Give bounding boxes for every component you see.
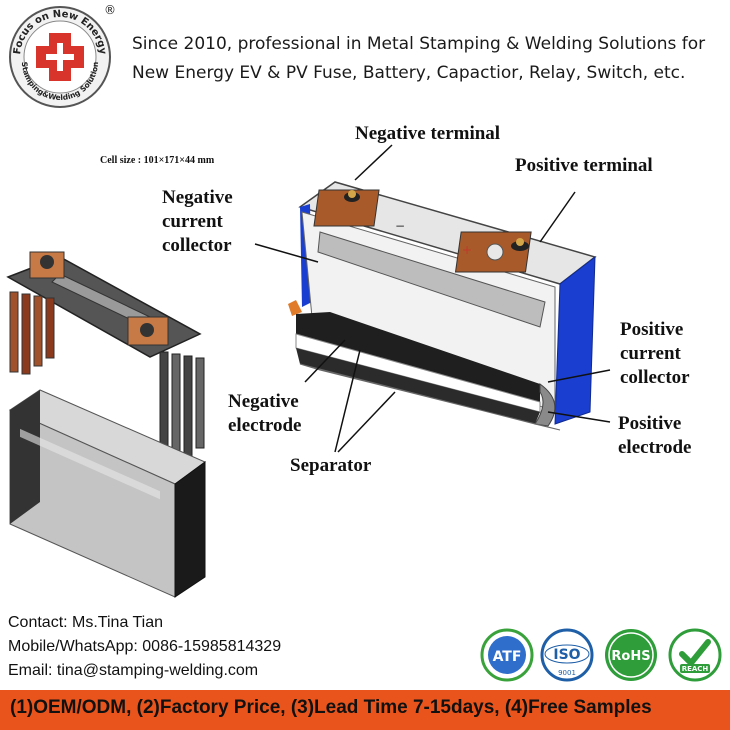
label-line: Negative [228,391,299,412]
label-negative-terminal: Negative terminal [355,123,501,144]
iso-text: ISO [553,647,580,663]
page-header: Focus on New Energy Stamping&Welding Sol… [0,0,730,112]
svg-text:−: − [395,219,405,233]
leader-lines [254,144,611,453]
label-line: Negative [162,187,233,208]
label-line: collector [620,367,690,388]
iso-sub-text: 9001 [558,669,576,677]
label-separator: Separator [290,455,372,476]
contact-email[interactable]: Email: tina@stamping-welding.com [8,662,259,679]
iatf-text: ATF [493,649,522,665]
registered-mark: ® [104,3,116,17]
reach-badge: REACH [668,628,722,682]
label-line: current [620,343,681,364]
label-positive-current-collector: Positive current collector [620,318,690,390]
rohs-badge: RoHS [605,629,657,681]
label-negative-electrode: Negative electrode [228,390,302,438]
reach-text: REACH [682,665,709,673]
label-positive-terminal: Positive terminal [515,155,653,176]
label-line: Positive [620,319,684,340]
contact-name: Contact: Ms.Tina Tian [8,614,164,631]
label-positive-electrode: Positive electrode [618,412,692,460]
iatf-badge: ATF [480,628,534,682]
battery-illustration: − + [6,144,611,598]
cutaway-cell-illustration: − + [288,181,597,431]
label-negative-current-collector: Negative current collector [162,186,233,258]
iso-badge: ISO 9001 [540,628,594,682]
label-cell-size: Cell size : 101×171×44 mm [100,155,215,166]
company-tagline: Since 2010, professional in Metal Stampi… [132,30,727,88]
rohs-text: RoHS [611,649,650,664]
company-logo: Focus on New Energy Stamping&Welding Sol… [9,3,116,108]
offer-banner: (1)OEM/ODM, (2)Factory Price, (3)Lead Ti… [0,690,730,730]
exploded-cell-illustration [6,251,206,598]
label-line: current [162,211,223,232]
tagline-line-1: Since 2010, professional in Metal Stampi… [132,34,706,54]
label-line: Positive [618,413,682,434]
battery-diagram: − + Negative terminal Positive termi [0,112,730,602]
label-line: collector [162,235,232,256]
contact-phone[interactable]: Mobile/WhatsApp: 0086-15985814329 [8,638,282,655]
offer-banner-text: (1)OEM/ODM, (2)Factory Price, (3)Lead Ti… [10,697,652,718]
label-line: electrode [228,415,302,436]
tagline-line-2: New Energy EV & PV Fuse, Battery, Capact… [132,63,686,83]
label-line: electrode [618,437,692,458]
svg-text:+: + [462,243,472,257]
